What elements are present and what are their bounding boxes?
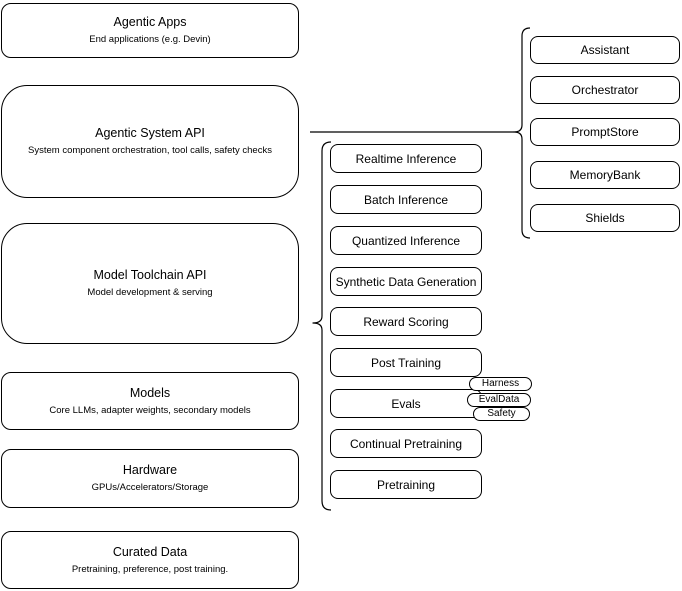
node-title: Curated Data xyxy=(112,544,188,559)
tag-harness: Harness xyxy=(469,377,532,391)
node-subtitle: System component orchestration, tool cal… xyxy=(28,145,272,156)
node-model-toolchain-api: Model Toolchain API Model development & … xyxy=(1,223,299,344)
node-realtime-inference: Realtime Inference xyxy=(330,144,482,173)
node-subtitle: GPUs/Accelerators/Storage xyxy=(91,482,209,493)
system-components-brace xyxy=(513,27,531,239)
node-agentic-apps: Agentic Apps End applications (e.g. Devi… xyxy=(1,3,299,58)
node-subtitle: Model development & serving xyxy=(87,287,213,298)
node-quantized-inference: Quantized Inference xyxy=(330,226,482,255)
node-shields: Shields xyxy=(530,204,680,232)
node-title: Agentic System API xyxy=(95,126,205,140)
node-curated-data: Curated Data Pretraining, preference, po… xyxy=(1,531,299,589)
node-title: Agentic Apps xyxy=(113,15,187,29)
tag-safety: Safety xyxy=(473,407,530,421)
node-reward-scoring: Reward Scoring xyxy=(330,307,482,336)
node-promptstore: PromptStore xyxy=(530,118,680,146)
toolchain-brace xyxy=(312,141,332,511)
node-subtitle: Pretraining, preference, post training. xyxy=(71,563,229,575)
node-hardware: Hardware GPUs/Accelerators/Storage xyxy=(1,449,299,508)
node-title: Model Toolchain API xyxy=(93,268,207,282)
node-batch-inference: Batch Inference xyxy=(330,185,482,214)
tag-evaldata: EvalData xyxy=(467,393,531,407)
node-pretraining: Pretraining xyxy=(330,470,482,499)
node-title: Models xyxy=(129,385,171,400)
node-continual-pretraining: Continual Pretraining xyxy=(330,429,482,458)
node-memorybank: MemoryBank xyxy=(530,161,680,189)
node-assistant: Assistant xyxy=(530,36,680,64)
node-synthetic-data-generation: Synthetic Data Generation xyxy=(330,267,482,296)
node-models: Models Core LLMs, adapter weights, secon… xyxy=(1,372,299,430)
node-orchestrator: Orchestrator xyxy=(530,76,680,104)
node-post-training: Post Training xyxy=(330,348,482,377)
node-subtitle: End applications (e.g. Devin) xyxy=(89,34,211,45)
node-evals: Evals xyxy=(330,389,482,418)
node-title: Hardware xyxy=(122,463,178,477)
node-subtitle: Core LLMs, adapter weights, secondary mo… xyxy=(49,404,251,416)
node-agentic-system-api: Agentic System API System component orch… xyxy=(1,85,299,198)
